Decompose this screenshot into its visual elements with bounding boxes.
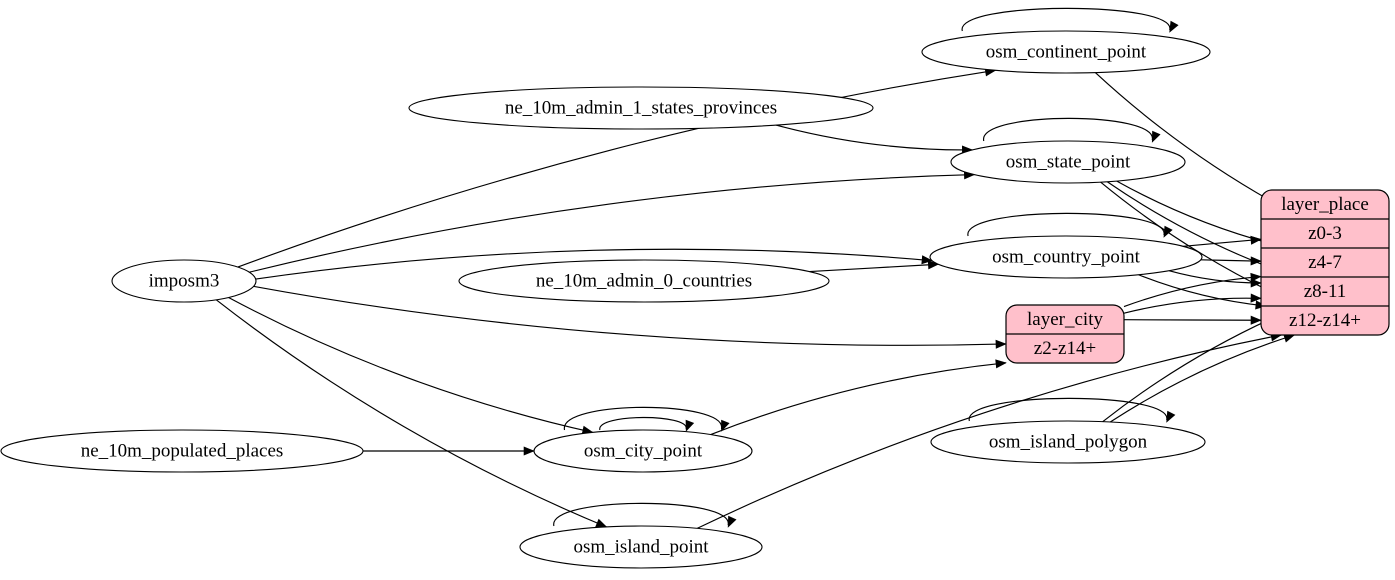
edge-arrowhead <box>1250 315 1262 325</box>
edge-osm_country_point-to-layer_place_z8_11 <box>1168 270 1262 288</box>
edge-ne_10m_populated_places-to-osm_city_point <box>362 446 535 456</box>
record-row-layer_place_header[interactable]: layer_place <box>1281 194 1369 215</box>
node-label: osm_continent_point <box>986 41 1147 62</box>
node-osm_continent_point[interactable]: osm_continent_point <box>921 30 1211 74</box>
edge-path <box>1183 238 1262 247</box>
edge-arrowhead <box>995 359 1007 369</box>
edges-layer <box>215 7 1306 529</box>
node-label: osm_city_point <box>584 440 703 461</box>
node-osm_island_point[interactable]: osm_island_point <box>519 525 763 569</box>
self-loop-edge <box>983 117 1153 142</box>
edge-layer_city_header-to-layer_place_z12_14 <box>1123 315 1262 325</box>
node-ne_10m_populated_places[interactable]: ne_10m_populated_places <box>0 429 364 473</box>
edge-arrowhead <box>595 518 608 528</box>
node-label: ne_10m_admin_0_countries <box>536 270 752 291</box>
record-row-layer_place_z8_11[interactable]: z8-11 <box>1304 281 1347 302</box>
edge-arrowhead <box>727 515 737 528</box>
edge-imposm3-to-osm_country_point <box>255 248 933 280</box>
edge-path <box>255 248 933 280</box>
edge-arrowhead <box>1250 256 1262 266</box>
node-label: ne_10m_admin_1_states_provinces <box>505 97 777 118</box>
edge-arrowhead <box>523 446 535 456</box>
edge-arrowhead <box>1151 130 1161 143</box>
edge-path <box>253 285 1007 346</box>
record-row-layer_place_z12_14[interactable]: z12-z14+ <box>1289 310 1361 331</box>
edge-path <box>1138 274 1266 307</box>
edge-path <box>1168 270 1262 284</box>
record-row-layer_city_header[interactable]: layer_city <box>1027 309 1103 330</box>
record-row-layer_place_z0_3[interactable]: z0-3 <box>1308 223 1342 244</box>
edge-path <box>249 174 975 273</box>
edge-osm_city_point-to-layer_city_z2_14 <box>710 359 1007 436</box>
self-loop-edge <box>563 406 723 431</box>
edge-imposm3-to-osm_state_point <box>249 170 976 273</box>
node-label: osm_island_polygon <box>989 431 1148 452</box>
record-row-layer_city_z2_14[interactable]: z2-z14+ <box>1034 338 1096 359</box>
edge-path <box>710 362 1007 436</box>
record-layer_city[interactable]: layer_city z2-z14+ <box>1005 304 1125 364</box>
edge-arrowhead <box>1250 235 1262 245</box>
edge-imposm3-to-layer_city_z2_14 <box>253 285 1007 349</box>
record-layer_place[interactable]: layer_place z0-3 z4-7 z8-11 z12-z14+ <box>1260 189 1390 336</box>
node-label: imposm3 <box>149 270 220 291</box>
self-loop-edge <box>968 397 1168 422</box>
edge-path <box>1109 334 1295 423</box>
records-layer: layer_place z0-3 z4-7 z8-11 z12-z14+ layer_ci… <box>1005 189 1390 364</box>
edge-osm_country_point-to-layer_place_z0_3 <box>1183 235 1262 247</box>
self-loop-edge <box>961 7 1171 32</box>
node-osm_city_point[interactable]: osm_city_point <box>533 429 753 473</box>
node-ne_10m_admin_0_countries[interactable]: ne_10m_admin_0_countries <box>458 259 830 303</box>
node-osm_country_point[interactable]: osm_country_point <box>929 235 1203 279</box>
edge-osm_island_polygon-to-osm_island_polygon <box>968 397 1176 423</box>
edge-path <box>1123 319 1262 321</box>
node-label: osm_country_point <box>992 246 1140 267</box>
edge-osm_island_polygon-to-layer_place_z12_14 <box>1109 333 1296 423</box>
edge-osm_island_point-to-osm_island_point <box>553 502 737 528</box>
edge-osm_city_point-to-osm_city_point <box>563 406 730 432</box>
edge-osm_country_point-to-layer_place_z4_7 <box>1200 256 1262 266</box>
edge-arrowhead <box>927 260 940 270</box>
edge-ne_10m_admin_0_countries-to-osm_country_point <box>809 260 940 273</box>
node-label: osm_state_point <box>1006 151 1131 172</box>
edge-path <box>215 299 607 528</box>
self-loop-edge <box>967 212 1165 237</box>
edge-arrowhead <box>1250 272 1262 282</box>
edge-path <box>775 124 973 151</box>
node-label: ne_10m_populated_places <box>81 440 284 461</box>
node-osm_state_point[interactable]: osm_state_point <box>950 140 1186 184</box>
edge-arrowhead <box>1169 20 1179 33</box>
node-ne_10m_admin_1_states_provinces[interactable]: ne_10m_admin_1_states_provinces <box>408 86 874 130</box>
edge-osm_continent_point-to-osm_continent_point <box>961 7 1179 33</box>
edge-path <box>809 263 939 273</box>
record-row-layer_place_z4_7[interactable]: z4-7 <box>1308 252 1342 273</box>
edge-arrowhead <box>921 255 933 265</box>
node-label: osm_island_point <box>573 536 709 557</box>
edge-arrowhead <box>1250 293 1262 303</box>
self-loop-edge <box>599 416 687 431</box>
node-osm_island_polygon[interactable]: osm_island_polygon <box>930 420 1206 464</box>
edge-path <box>696 334 1282 529</box>
edge-path <box>228 296 593 433</box>
edge-arrowhead <box>995 339 1007 349</box>
edge-arrowhead <box>1163 225 1173 238</box>
edge-path <box>237 69 996 268</box>
edge-path <box>1123 297 1262 314</box>
edge-imposm3-to-osm_city_point <box>228 296 594 435</box>
edge-path <box>1123 275 1262 308</box>
edge-arrowhead <box>685 419 695 432</box>
edge-arrowhead <box>1250 278 1262 288</box>
edge-osm_state_point-to-osm_state_point <box>983 117 1161 143</box>
edge-imposm3-to-osm_island_point <box>215 299 608 528</box>
edge-layer_city_header-to-layer_place_z8_11 <box>1123 293 1262 314</box>
edge-arrowhead <box>1166 410 1176 423</box>
edge-osm_country_point-to-osm_country_point <box>967 212 1173 238</box>
nodes-layer: imposm3 ne_10m_admin_1_states_provincesne… <box>0 30 1211 569</box>
edge-arrowhead <box>721 419 730 432</box>
node-imposm3[interactable]: imposm3 <box>111 259 257 303</box>
self-loop-edge <box>553 502 729 527</box>
edge-ne_10m_admin_1_states_provinces-to-osm_state_point <box>775 124 974 155</box>
edge-layer_city_header-to-layer_place_z4_7 <box>1123 272 1262 308</box>
